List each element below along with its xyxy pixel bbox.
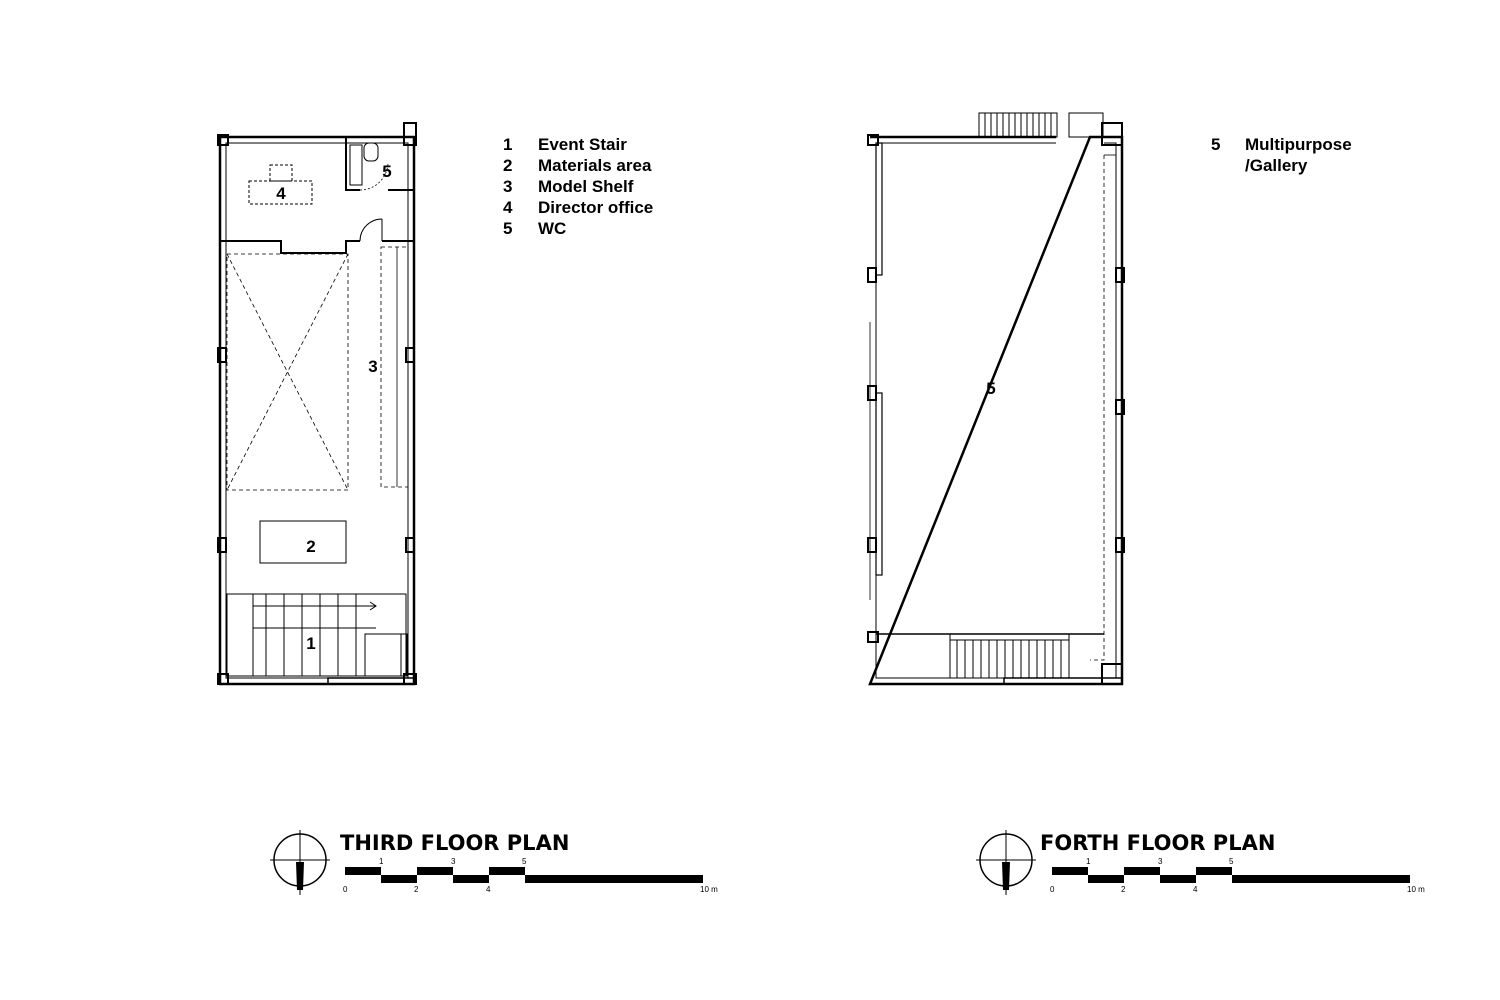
scale-tick: 5 [522,857,527,866]
fourth-floor-columns [867,122,1125,685]
third-floor-legend: 1 Event Stair 2 Materials area 3 Model S… [503,135,653,238]
third-floor-title-block: THIRD FLOOR PLAN 1 3 5 0 2 4 10 m [270,830,718,895]
double-height-void [226,253,349,491]
scale-tick: 5 [1229,857,1234,866]
room-number-5: 5 [986,379,995,398]
third-floor-columns [217,122,417,685]
plan-title: FORTH FLOOR PLAN [1040,831,1275,855]
fourth-floor-plan [867,112,1125,686]
fourth-floor-title-block: FORTH FLOOR PLAN 1 3 5 0 2 4 10 m [976,830,1425,895]
legend-label: Materials area [538,156,652,175]
scale-tick: 10 m [1407,885,1425,894]
legend-label: Director office [538,198,653,217]
scale-tick: 2 [414,885,419,894]
scale-tick: 0 [343,885,348,894]
scale-tick: 3 [1158,857,1163,866]
room-number-4: 4 [276,184,286,203]
legend-number: 2 [503,156,512,175]
north-arrow-icon [976,830,1036,895]
bottom-stair [949,633,1070,679]
legend-label: Model Shelf [538,177,634,196]
plan-title: THIRD FLOOR PLAN [340,831,569,855]
scale-bar [1052,867,1410,883]
room-number-1: 1 [306,634,315,653]
legend-label-continued: /Gallery [1245,156,1308,175]
legend-number: 3 [503,177,512,196]
third-floor-plan [217,122,417,686]
room-number-2: 2 [306,537,315,556]
wc-fixture [349,144,363,186]
north-arrow-icon [270,830,330,895]
room-number-3: 3 [368,357,377,376]
office-partition-wall [220,240,360,254]
legend-label: Event Stair [538,135,627,154]
scale-tick: 2 [1121,885,1126,894]
director-desk [248,180,313,205]
model-shelf [380,246,409,488]
legend-number: 1 [503,135,512,154]
fourth-floor-inner-wall [875,142,1117,679]
toilet-icon [363,142,379,162]
legend-number: 4 [503,198,513,217]
scale-tick: 4 [486,885,491,894]
legend-number: 5 [503,219,512,238]
scale-tick: 1 [1086,857,1091,866]
room-number-5: 5 [382,162,391,181]
materials-table [259,520,347,564]
third-floor-outer-wall [218,135,416,686]
scale-tick: 10 m [700,885,718,894]
scale-tick: 1 [379,857,384,866]
scale-bar [345,867,703,883]
scale-tick: 0 [1050,885,1055,894]
event-stair [226,593,408,677]
fourth-floor-legend: 5 Multipurpose /Gallery [1211,135,1352,175]
fourth-floor-outer-wall [868,135,1124,686]
scale-tick: 4 [1193,885,1198,894]
top-stair [978,112,1104,138]
legend-number: 5 [1211,135,1220,154]
scale-tick: 3 [451,857,456,866]
wc-partition-wall [345,137,360,191]
legend-label: WC [538,219,566,238]
legend-label: Multipurpose [1245,135,1352,154]
office-door-swing [359,218,383,242]
